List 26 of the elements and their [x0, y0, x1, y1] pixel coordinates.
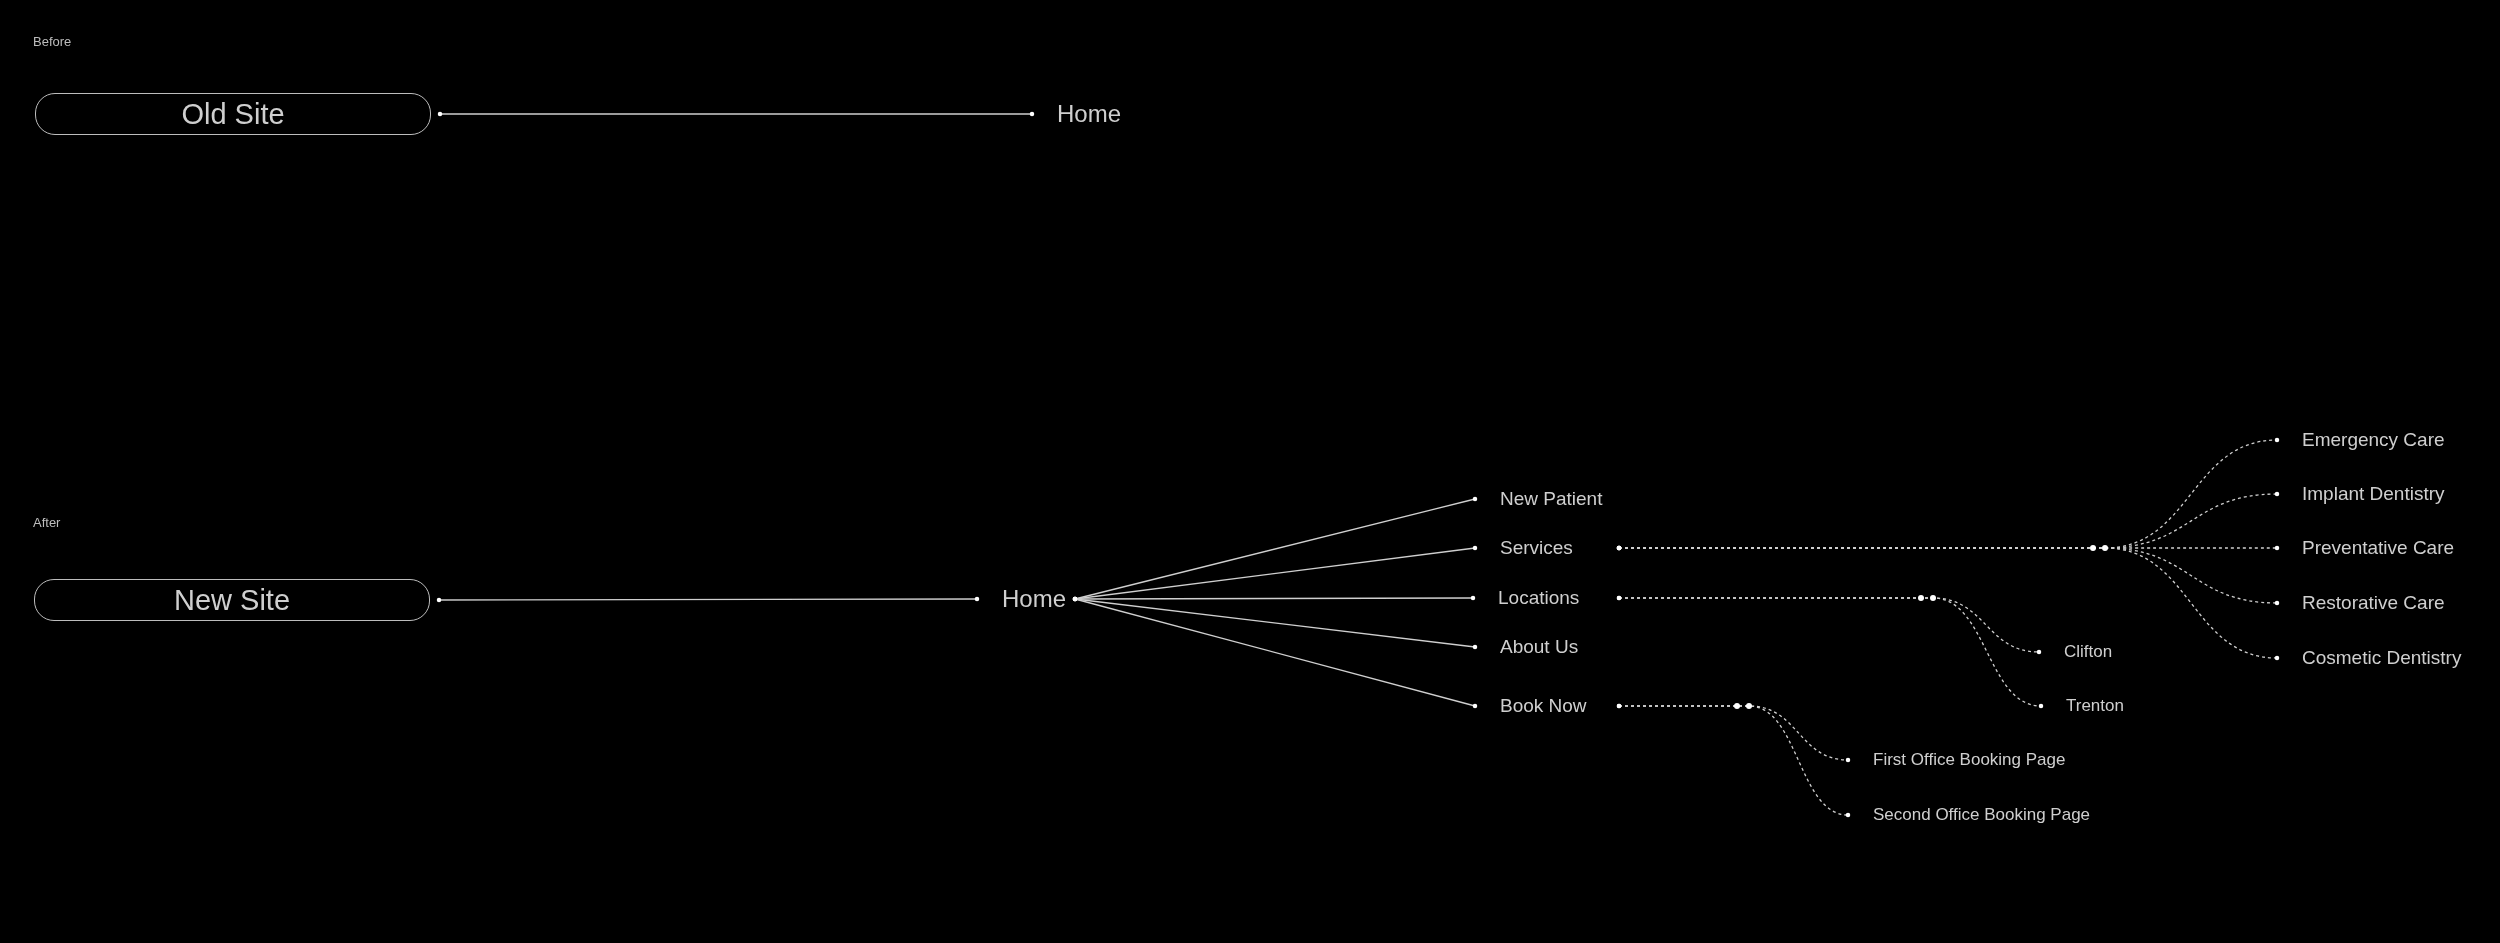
dotted-connector	[1616, 703, 1851, 818]
connector-line	[1072, 596, 1478, 709]
page-label: Locations	[1498, 584, 1610, 612]
section-label: Before	[33, 34, 72, 49]
page-label: Implant Dentistry	[2302, 480, 2462, 508]
site-box: New Site	[34, 579, 430, 621]
section-label: After	[33, 515, 61, 530]
page-label: Book Now	[1500, 692, 1610, 720]
page-label: Clifton	[2064, 639, 2134, 665]
connector-line	[436, 596, 980, 603]
page-label: Services	[1500, 534, 1610, 562]
page-label: Home	[1002, 584, 1066, 614]
page-label: About Us	[1500, 633, 1610, 661]
page-label: Emergency Care	[2302, 426, 2462, 454]
page-label: Second Office Booking Page	[1873, 802, 2103, 828]
site-box: Old Site	[35, 93, 431, 135]
connector-line	[437, 111, 1035, 117]
page-label: New Patient	[1500, 485, 1620, 513]
page-label: Restorative Care	[2302, 589, 2462, 617]
page-label: Preventative Care	[2302, 534, 2462, 562]
page-label: Trenton	[2066, 693, 2136, 719]
dotted-connector	[1616, 545, 2280, 661]
page-label: Cosmetic Dentistry	[2302, 644, 2472, 672]
page-label: First Office Booking Page	[1873, 747, 2093, 773]
dotted-connector	[1616, 595, 2044, 709]
page-label: Home	[1057, 99, 1127, 129]
